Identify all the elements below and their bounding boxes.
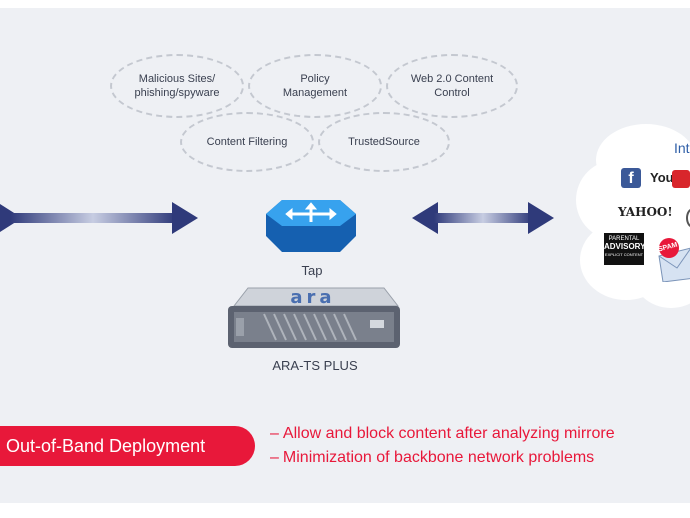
feature-label-line1: Policy	[300, 73, 330, 85]
deployment-title-pill: Out-of-Band Deployment	[0, 426, 255, 466]
appliance-brand: ara	[290, 287, 336, 308]
deployment-point: –Minimization of backbone network proble…	[270, 446, 615, 470]
deployment-point: –Allow and block content after analyzing…	[270, 422, 615, 446]
left-double-arrow	[0, 202, 198, 234]
facebook-icon: f	[621, 168, 641, 188]
feature-bubble-trustedsource: TrustedSource	[318, 112, 450, 172]
advisory-line1: PARENTAL	[608, 236, 640, 242]
deployment-points: –Allow and block content after analyzing…	[270, 422, 615, 470]
feature-bubble-malicious-sites: Malicious Sites/phishing/spyware	[110, 54, 244, 118]
internet-title: Int	[674, 140, 690, 156]
feature-label-line1: TrustedSource	[348, 136, 420, 148]
feature-label-line2: Management	[282, 87, 348, 99]
feature-label-line2: phishing/spyware	[134, 87, 220, 99]
yahoo-logo: YAHOO!	[618, 205, 673, 219]
advisory-line2: ADVISORY	[604, 242, 646, 251]
tap-router-icon	[266, 200, 356, 252]
parental-advisory-icon: PARENTAL ADVISORY EXPLICIT CONTENT	[604, 233, 646, 265]
advisory-line3: EXPLICIT CONTENT	[604, 252, 644, 257]
feature-label-line1: Content Filtering	[206, 136, 288, 148]
tap-label: Tap	[301, 263, 323, 278]
feature-label-line1: Malicious Sites/	[138, 73, 216, 85]
appliance-label: ARA-TS PLUS	[272, 358, 358, 373]
deployment-point-text: Minimization of backbone network problem…	[282, 449, 595, 466]
spam-mail-icon	[658, 238, 690, 282]
youtube-red-box	[672, 170, 690, 188]
feature-label-line1: Web 2.0 Content	[410, 73, 494, 85]
bullet-dash: –	[270, 425, 279, 442]
feature-label-line2: Control	[434, 87, 470, 99]
internet-cloud	[576, 124, 690, 308]
ara-appliance-icon	[228, 287, 400, 348]
deployment-point-text: Allow and block content after analyzing …	[282, 425, 615, 442]
bullet-dash: –	[270, 449, 279, 466]
feature-bubble-content-filtering: Content Filtering	[180, 112, 314, 172]
right-double-arrow	[412, 202, 554, 234]
